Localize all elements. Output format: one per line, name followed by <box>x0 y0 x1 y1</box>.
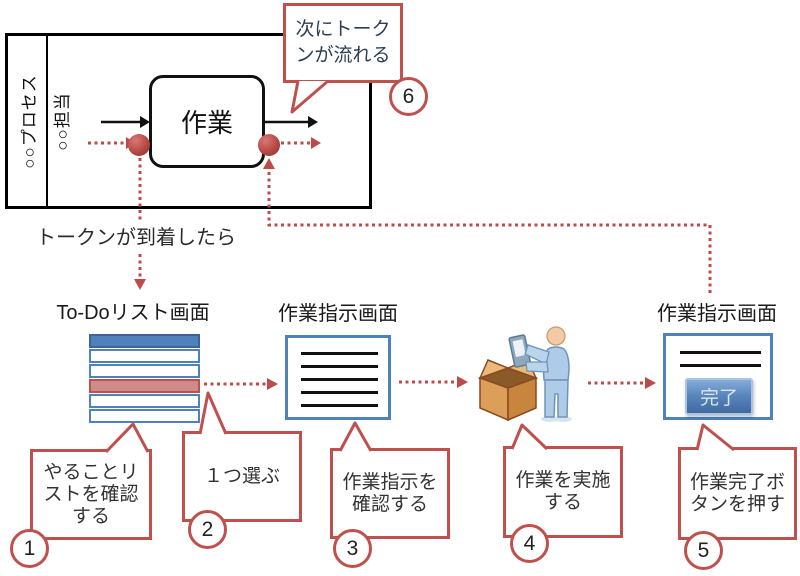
bubble-line: ンが流れる <box>295 45 391 66</box>
step-badge-2: 2 <box>188 510 227 549</box>
task-label: 作業 <box>180 108 233 138</box>
callout-2: １つ選ぶ <box>182 431 302 522</box>
text-line <box>301 404 378 407</box>
callout-2-tail <box>198 391 228 435</box>
callout-5: 作業完了ボ タンを押す <box>678 447 797 540</box>
lane-label: ○○担当 <box>52 91 72 151</box>
step-badge-4: 4 <box>510 524 549 563</box>
text-line <box>680 364 761 367</box>
bubble-line: 次にトーク <box>295 19 391 40</box>
worker-packing-box-icon <box>470 322 585 424</box>
callout-1: やることリ ストを確認 する <box>30 449 152 540</box>
todo-row[interactable] <box>89 409 200 423</box>
done-button[interactable]: 完了 <box>685 378 753 415</box>
step-badge-6: 6 <box>389 77 428 116</box>
step-badge-5: 5 <box>684 531 723 570</box>
task-box: 作業 <box>149 75 265 168</box>
instruction-screen <box>285 335 391 420</box>
text-line <box>301 391 378 394</box>
callout-1-tail <box>104 422 150 454</box>
todo-row-selected[interactable] <box>89 379 200 393</box>
step-badge-1: 1 <box>10 529 49 568</box>
callout-3: 作業指示を 確認する <box>330 448 450 539</box>
step-badge-3: 3 <box>333 529 372 568</box>
arrowhead <box>267 378 278 390</box>
arrowhead <box>134 279 146 290</box>
callout-3-tail <box>338 421 373 452</box>
text-line <box>301 365 378 368</box>
instruction-screen-title: 作業指示画面 <box>278 303 398 325</box>
callout-4: 作業を実施 する <box>503 446 623 538</box>
pool-label: ○○プロセス <box>19 73 39 169</box>
arrowhead <box>457 376 468 388</box>
todo-row[interactable] <box>89 364 200 378</box>
text-line <box>301 352 378 355</box>
todo-screen-title: To-Doリスト画面 <box>56 302 210 324</box>
instruction-done-screen-title: 作業指示画面 <box>657 303 777 325</box>
arrowhead <box>645 377 656 389</box>
token-flow-bubble: 次にトーク ンが流れる <box>283 3 403 83</box>
todo-row-header[interactable] <box>89 334 200 348</box>
instruction-done-screen: 完了 <box>663 333 773 420</box>
todo-row[interactable] <box>89 349 200 363</box>
pool-label-band: ○○プロセス <box>8 36 48 206</box>
lane-label-band: ○○担当 <box>46 36 74 206</box>
text-line <box>680 351 761 354</box>
todo-row[interactable] <box>89 394 200 408</box>
token-arrival-note: トークンが到着したら <box>36 227 236 249</box>
text-line <box>301 378 378 381</box>
